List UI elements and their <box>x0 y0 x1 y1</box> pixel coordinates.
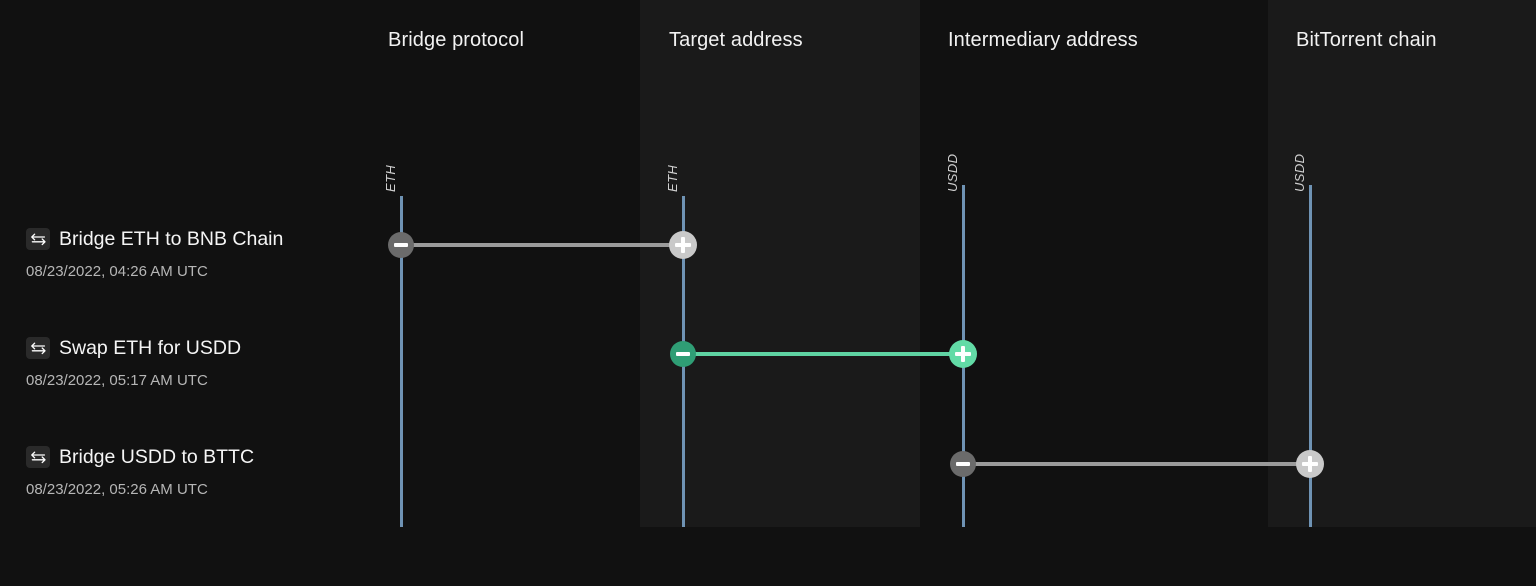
flow-link[interactable] <box>963 462 1310 466</box>
event-row[interactable]: Bridge USDD to BTTC 08/23/2022, 05:26 AM … <box>26 444 376 499</box>
flow-link[interactable] <box>683 352 963 356</box>
flow-source-node-minus[interactable] <box>388 232 414 258</box>
flow-source-node-minus[interactable] <box>670 341 696 367</box>
column-header-2: Intermediary address <box>948 29 1138 51</box>
plus-icon-vertical <box>681 237 685 253</box>
event-title: Bridge USDD to BTTC <box>59 446 255 468</box>
flow-target-node-plus[interactable] <box>1296 450 1324 478</box>
event-title: Swap ETH for USDD <box>59 337 242 359</box>
event-title-line: Bridge USDD to BTTC <box>26 444 376 470</box>
column-header-0: Bridge protocol <box>388 29 525 51</box>
flow-source-node-minus[interactable] <box>950 451 976 477</box>
event-timestamp: 08/23/2022, 05:26 AM UTC <box>26 481 208 498</box>
column-band-3 <box>1268 0 1536 527</box>
axis-token-label-1: ETH <box>665 164 680 192</box>
event-title-line: Swap ETH for USDD <box>26 335 376 361</box>
plus-icon-vertical <box>961 346 965 362</box>
swap-icon <box>26 337 50 359</box>
flow-target-node-plus[interactable] <box>669 231 697 259</box>
swap-icon <box>26 228 50 250</box>
axis-token-label-0: ETH <box>383 164 398 192</box>
column-header-3: BitTorrent chain <box>1296 29 1437 51</box>
event-timestamp: 08/23/2022, 04:26 AM UTC <box>26 263 208 280</box>
minus-icon <box>956 462 970 466</box>
axis-line-0 <box>400 196 403 527</box>
column-band-1 <box>640 0 920 527</box>
axis-line-3 <box>1309 185 1312 527</box>
flow-target-node-plus[interactable] <box>949 340 977 368</box>
axis-token-label-2: USDD <box>945 153 960 192</box>
minus-icon <box>676 352 690 356</box>
event-timestamp: 08/23/2022, 05:17 AM UTC <box>26 372 208 389</box>
flow-link[interactable] <box>401 243 683 247</box>
event-row[interactable]: Swap ETH for USDD 08/23/2022, 05:17 AM UT… <box>26 335 376 390</box>
column-header-1: Target address <box>669 29 803 51</box>
event-title: Bridge ETH to BNB Chain <box>59 228 284 250</box>
plus-icon-vertical <box>1308 456 1312 472</box>
minus-icon <box>394 243 408 247</box>
axis-token-label-3: USDD <box>1292 153 1307 192</box>
swap-icon <box>26 446 50 468</box>
event-row[interactable]: Bridge ETH to BNB Chain 08/23/2022, 04:26… <box>26 226 376 281</box>
event-title-line: Bridge ETH to BNB Chain <box>26 226 376 252</box>
